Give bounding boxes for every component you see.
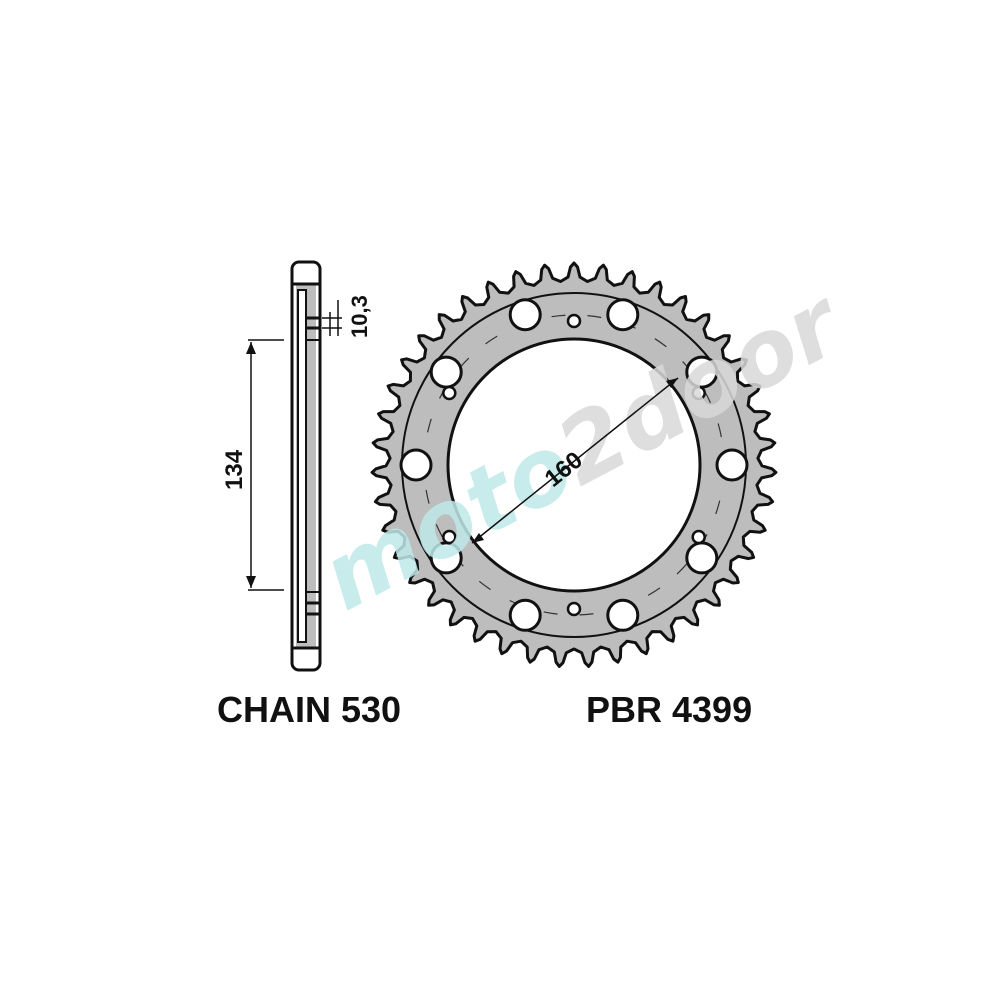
bolt-hole-small — [691, 529, 706, 545]
bolt-hole-large — [508, 298, 542, 332]
bolt-hole-large — [685, 541, 719, 575]
bolt-hole-small — [566, 313, 582, 329]
bolt-spacing-value: 134 — [221, 449, 248, 490]
chain-size-label: CHAIN 530 — [217, 689, 402, 730]
bolt-hole-large — [429, 355, 463, 389]
bolt-hole-large — [715, 448, 749, 482]
bolt-hole-small — [691, 385, 706, 401]
bolt-hole-large — [606, 298, 640, 332]
bolt-spacing-dimension: 134 — [221, 339, 284, 591]
side-profile-view — [290, 260, 322, 672]
bolt-hole-large — [399, 448, 433, 482]
sprocket-front-view — [370, 261, 778, 668]
sprocket-body — [370, 261, 778, 668]
bolt-hole-large — [508, 598, 542, 632]
thickness-value: 10,3 — [347, 295, 372, 338]
bolt-hole-small — [442, 385, 457, 401]
part-number-label: PBR 4399 — [586, 689, 753, 730]
thickness-dimension: 10,3 — [322, 295, 372, 338]
bolt-hole-large — [606, 598, 640, 632]
bolt-hole-small — [442, 529, 457, 545]
bolt-hole-small — [566, 601, 582, 617]
